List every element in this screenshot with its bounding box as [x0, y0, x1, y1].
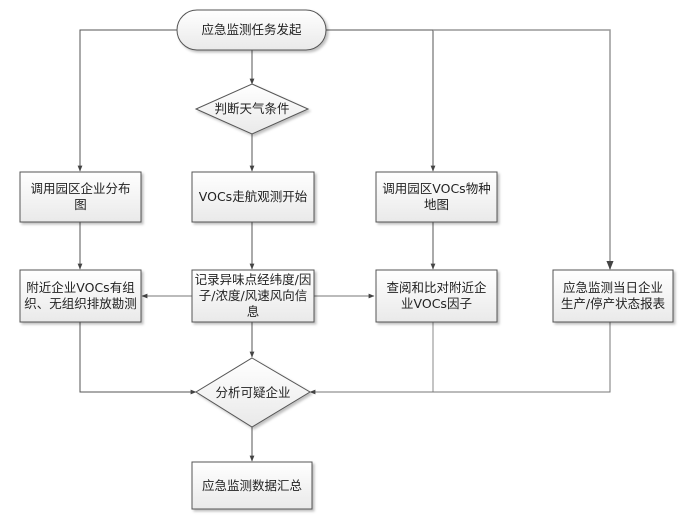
start-terminator-shape [176, 9, 327, 51]
edge-start-production-report [433, 29, 614, 270]
edge-start-voc-species-map [326, 29, 436, 172]
production-report-label: 应急监测当日企业生产/停产状态报表 [560, 280, 666, 311]
edge-report-analyze [309, 322, 611, 395]
analyze-decision-shape [195, 357, 311, 428]
voc-start-box [191, 171, 315, 223]
park-distribution-label: 调用园区企业分布图 [30, 181, 131, 212]
compare-factors-box [375, 269, 498, 323]
record-info-box [191, 269, 315, 323]
edge-start-park-distribution [77, 29, 177, 172]
park-distribution-box [19, 171, 142, 223]
production-report-box [552, 269, 674, 323]
start-label: 应急监测任务发起 [201, 22, 302, 37]
weather-decision-shape [194, 83, 310, 135]
compare-factors-label: 查阅和比对附近企业VOCs因子 [386, 280, 487, 311]
nearby-emission-label: 附近企业VOCs有组织、无组织排放勘测 [24, 280, 137, 311]
summary-box [191, 461, 313, 510]
nearby-emission-box [19, 269, 142, 323]
voc-species-map-label: 调用园区VOCs物种地图 [382, 181, 491, 212]
voc-start-label: VOCs走航观测开始 [198, 189, 308, 204]
weather-label: 判断天气条件 [214, 101, 290, 116]
edge-nearby-analyze [79, 322, 197, 395]
voc-species-map-box [375, 171, 498, 223]
summary-label: 应急监测数据汇总 [201, 477, 302, 493]
record-info-label: 记录异味点经纬度/因子/浓度/风速风向信息 [194, 272, 312, 319]
analyze-label: 分析可疑企业 [215, 384, 291, 400]
